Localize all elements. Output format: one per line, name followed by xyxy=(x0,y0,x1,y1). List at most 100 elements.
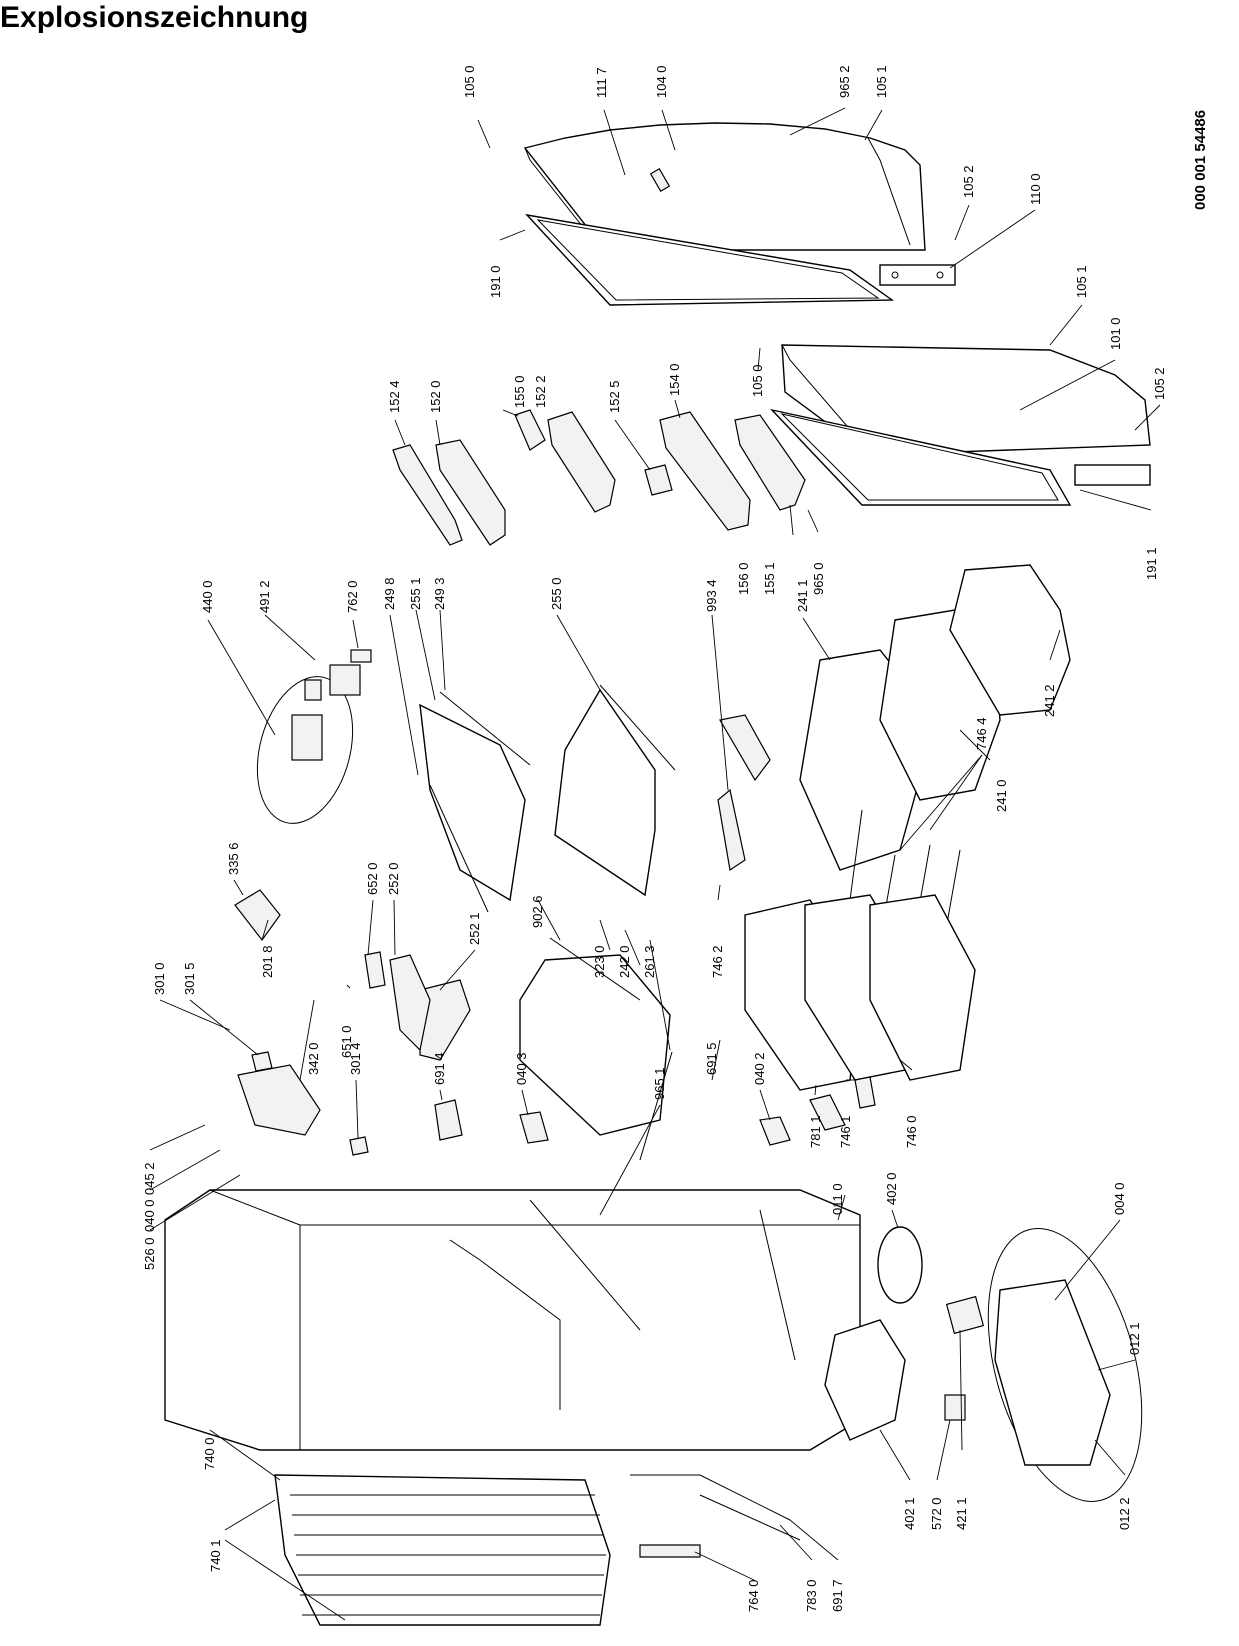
relay-4211 xyxy=(945,1295,985,1335)
lower-door xyxy=(781,344,1151,456)
part-label: 152 4 xyxy=(387,380,402,413)
part-label: 762 0 xyxy=(345,580,360,613)
control-group xyxy=(256,664,361,824)
part-label: 111 7 xyxy=(594,67,609,98)
part-label: 402 1 xyxy=(902,1497,917,1530)
part-label: 746 1 xyxy=(838,1115,853,1148)
part-label: 491 2 xyxy=(257,580,272,613)
condenser-7400 xyxy=(274,1474,611,1626)
part-label: 104 0 xyxy=(654,65,669,98)
lower-door-gasket xyxy=(769,408,1072,506)
part-label: 746 2 xyxy=(710,945,725,978)
part-label: 004 0 xyxy=(1112,1182,1127,1215)
part-label: 156 0 xyxy=(736,562,751,595)
shelf-trim-2550 xyxy=(599,684,676,771)
part-label: 301 4 xyxy=(348,1042,363,1075)
part-label: 526 0 xyxy=(142,1237,157,1270)
part-label: 255 0 xyxy=(549,577,564,610)
base-plate-group xyxy=(987,1228,1143,1502)
part-label: 965 2 xyxy=(837,65,852,98)
part-label: 402 0 xyxy=(884,1172,899,1205)
door-shelf-1524 xyxy=(392,444,463,546)
grill-9934 xyxy=(717,788,746,872)
door-shelf-1522 xyxy=(547,411,616,513)
part-label: 152 2 xyxy=(533,375,548,408)
door-shelf-1540 xyxy=(659,411,751,531)
part-label: 691 4 xyxy=(432,1052,447,1085)
part-label: 011 0 xyxy=(830,1183,845,1215)
part-label: 301 5 xyxy=(182,962,197,995)
shelf-trim-2498 xyxy=(429,784,489,913)
part-label: 993 4 xyxy=(704,579,719,612)
tube-6917 xyxy=(699,1494,801,1541)
document-number: 000 001 54486 xyxy=(1192,110,1209,210)
upper-hinge xyxy=(879,264,956,286)
handle-6914 xyxy=(434,1099,463,1141)
upper-door-gasket xyxy=(525,213,895,306)
tube-7830 xyxy=(630,1474,791,1521)
part-label: 101 0 xyxy=(1108,317,1123,350)
part-label: 965 1 xyxy=(652,1067,667,1100)
cabinet xyxy=(164,1189,861,1451)
part-label: 045 2 xyxy=(142,1162,157,1195)
part-label: 249 8 xyxy=(382,577,397,610)
part-label: 902 6 xyxy=(530,895,545,928)
door-shelf-1560 xyxy=(734,414,806,511)
part-label: 249 3 xyxy=(432,577,447,610)
crisper-2420 xyxy=(519,954,671,1136)
part-label: 241 0 xyxy=(994,779,1009,812)
sensor-7620 xyxy=(350,649,372,663)
glass-shelf-2550 xyxy=(554,688,656,897)
page-title: Explosionszeichnung xyxy=(0,1,309,34)
part-label: 342 0 xyxy=(306,1042,321,1075)
part-label: 335 6 xyxy=(226,842,241,875)
part-label: 440 0 xyxy=(200,580,215,613)
part-label: 252 1 xyxy=(467,912,482,945)
drawer-2412 xyxy=(949,564,1071,716)
part-label: 012 1 xyxy=(1127,1322,1142,1355)
glass-shelf-2551 xyxy=(419,703,526,902)
hinge-4003 xyxy=(519,1111,549,1144)
plate-3014 xyxy=(349,1136,369,1156)
part-label: 201 8 xyxy=(260,945,275,978)
wire-shelf-3 xyxy=(869,894,976,1081)
part-label: 241 2 xyxy=(1042,684,1057,717)
light-cover-2521 xyxy=(419,979,471,1061)
part-label: 040 0 xyxy=(142,1199,157,1232)
crisper-trim-9026 xyxy=(549,937,641,1001)
egg-tray xyxy=(514,409,546,451)
part-label: 105 0 xyxy=(462,65,477,98)
part-label: 155 0 xyxy=(512,375,527,408)
part-label: 191 1 xyxy=(1144,547,1159,580)
part-label: 152 0 xyxy=(428,380,443,413)
part-label: 012 2 xyxy=(1117,1497,1132,1530)
top-cover-3420 xyxy=(237,1064,321,1136)
clip-7461 xyxy=(854,1076,876,1109)
part-label: 781 1 xyxy=(808,1115,823,1148)
fan-3356 xyxy=(234,889,281,942)
part-label: 651 0 xyxy=(339,1025,354,1058)
part-label: 783 0 xyxy=(804,1579,819,1612)
capacitor-5720 xyxy=(944,1394,966,1421)
part-label: 764 0 xyxy=(746,1579,761,1612)
part-label: 252 0 xyxy=(386,862,401,895)
part-label: 323 0 xyxy=(592,945,607,978)
bottle-retainer xyxy=(644,464,673,496)
part-label: 105 1 xyxy=(1074,265,1089,298)
lower-hinge xyxy=(1074,464,1151,486)
part-label: 746 4 xyxy=(974,717,989,750)
lamp-2520 xyxy=(389,954,431,1052)
part-label: 040 3 xyxy=(514,1052,529,1085)
part-label: 105 2 xyxy=(961,165,976,198)
part-label: 154 0 xyxy=(667,363,682,396)
part-label: 155 1 xyxy=(762,562,777,595)
bracket-7811 xyxy=(809,1094,846,1131)
part-label: 242 0 xyxy=(617,945,632,978)
part-label: 105 0 xyxy=(750,364,765,397)
part-label: 152 5 xyxy=(607,380,622,413)
plate-3015 xyxy=(251,1051,273,1072)
part-label: 301 0 xyxy=(152,962,167,995)
filter-drier-7640 xyxy=(639,1544,701,1558)
shelf-trim-2493 xyxy=(439,691,531,766)
